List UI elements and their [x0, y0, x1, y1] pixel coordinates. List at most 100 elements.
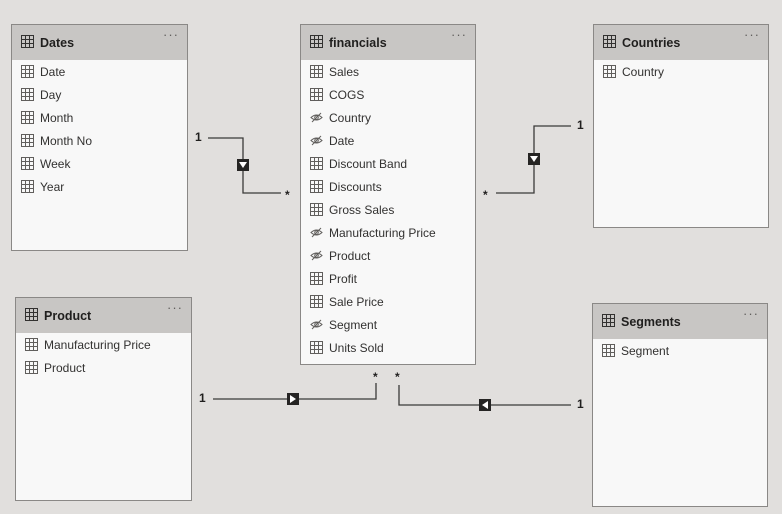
filter-direction-down-icon[interactable]	[528, 153, 540, 165]
cardinality-many-label: *	[285, 188, 290, 202]
field-label: Gross Sales	[329, 202, 395, 217]
field-row[interactable]: Discount Band	[301, 152, 475, 175]
field-list: Country	[594, 60, 768, 83]
field-row[interactable]: Product	[16, 356, 191, 379]
filter-direction-down-icon[interactable]	[237, 159, 249, 171]
field-icon	[25, 361, 38, 374]
field-row[interactable]: Country	[594, 60, 768, 83]
relationship-product-financials	[213, 383, 377, 400]
table-header[interactable]: financials ···	[301, 25, 475, 60]
field-icon	[602, 344, 615, 357]
field-label: Segment	[621, 343, 670, 358]
field-row[interactable]: Year	[12, 175, 187, 198]
table-card-segments[interactable]: Segments ··· Segment	[592, 303, 768, 507]
field-row[interactable]: Month	[12, 106, 187, 129]
field-label: Year	[40, 179, 65, 194]
field-icon	[21, 111, 34, 124]
field-row[interactable]: Manufacturing Price	[301, 221, 475, 244]
field-label: Date	[329, 133, 355, 148]
field-row[interactable]: Country	[301, 106, 475, 129]
field-label: Month	[40, 110, 74, 125]
field-row[interactable]: Month No	[12, 129, 187, 152]
field-label: Sales	[329, 64, 360, 79]
field-label: Sale Price	[329, 294, 384, 309]
field-label: Week	[40, 156, 71, 171]
table-title: Countries	[622, 35, 681, 50]
table-header[interactable]: Countries ···	[594, 25, 768, 60]
filter-direction-right-icon[interactable]	[287, 393, 299, 405]
field-label: Month No	[40, 133, 93, 148]
field-icon	[21, 65, 34, 78]
hidden-field-icon	[310, 134, 323, 147]
field-row[interactable]: Units Sold	[301, 336, 475, 359]
field-icon	[21, 157, 34, 170]
more-options-icon[interactable]: ···	[743, 306, 759, 321]
field-label: Segment	[329, 317, 378, 332]
field-icon	[21, 88, 34, 101]
table-icon	[25, 307, 38, 324]
table-title: Dates	[40, 35, 75, 50]
field-label: Country	[622, 64, 665, 79]
table-card-countries[interactable]: Countries ··· Country	[593, 24, 769, 228]
cardinality-one-label: 1	[577, 118, 584, 132]
filter-direction-left-icon[interactable]	[479, 399, 491, 411]
field-icon	[25, 338, 38, 351]
field-row[interactable]: Week	[12, 152, 187, 175]
field-icon	[310, 65, 323, 78]
field-row[interactable]: COGS	[301, 83, 475, 106]
cardinality-one-label: 1	[577, 397, 584, 411]
table-icon	[21, 34, 34, 51]
field-label: Manufacturing Price	[44, 337, 151, 352]
field-list: Segment	[593, 339, 767, 362]
field-label: Manufacturing Price	[329, 225, 436, 240]
more-options-icon[interactable]: ···	[167, 300, 183, 315]
field-label: Day	[40, 87, 62, 102]
more-options-icon[interactable]: ···	[451, 27, 467, 42]
more-options-icon[interactable]: ···	[163, 27, 179, 42]
field-row[interactable]: Date	[301, 129, 475, 152]
field-label: Country	[329, 110, 372, 125]
cardinality-many-label: *	[483, 188, 488, 202]
relationship-segments-financials	[398, 385, 571, 406]
field-row[interactable]: Segment	[593, 339, 767, 362]
table-header[interactable]: Dates ···	[12, 25, 187, 60]
cardinality-many-label: *	[373, 370, 378, 384]
field-icon	[310, 341, 323, 354]
field-icon	[310, 272, 323, 285]
hidden-field-icon	[310, 318, 323, 331]
field-icon	[603, 65, 616, 78]
field-row[interactable]: Date	[12, 60, 187, 83]
field-label: Profit	[329, 271, 358, 286]
table-header[interactable]: Segments ···	[593, 304, 767, 339]
field-label: COGS	[329, 87, 365, 102]
field-row[interactable]: Gross Sales	[301, 198, 475, 221]
field-row[interactable]: Segment	[301, 313, 475, 336]
hidden-field-icon	[310, 111, 323, 124]
field-row[interactable]: Discounts	[301, 175, 475, 198]
table-header[interactable]: Product ···	[16, 298, 191, 333]
field-icon	[310, 180, 323, 193]
hidden-field-icon	[310, 249, 323, 262]
field-label: Date	[40, 64, 66, 79]
field-row[interactable]: Sale Price	[301, 290, 475, 313]
field-label: Discounts	[329, 179, 382, 194]
field-icon	[310, 157, 323, 170]
field-icon	[21, 180, 34, 193]
more-options-icon[interactable]: ···	[744, 27, 760, 42]
field-row[interactable]: Profit	[301, 267, 475, 290]
table-icon	[310, 34, 323, 51]
table-title: Segments	[621, 314, 681, 329]
field-row[interactable]: Day	[12, 83, 187, 106]
field-row[interactable]: Product	[301, 244, 475, 267]
cardinality-many-label: *	[395, 370, 400, 384]
field-row[interactable]: Manufacturing Price	[16, 333, 191, 356]
field-label: Discount Band	[329, 156, 408, 171]
field-label: Units Sold	[329, 340, 384, 355]
field-row[interactable]: Sales	[301, 60, 475, 83]
field-icon	[310, 295, 323, 308]
